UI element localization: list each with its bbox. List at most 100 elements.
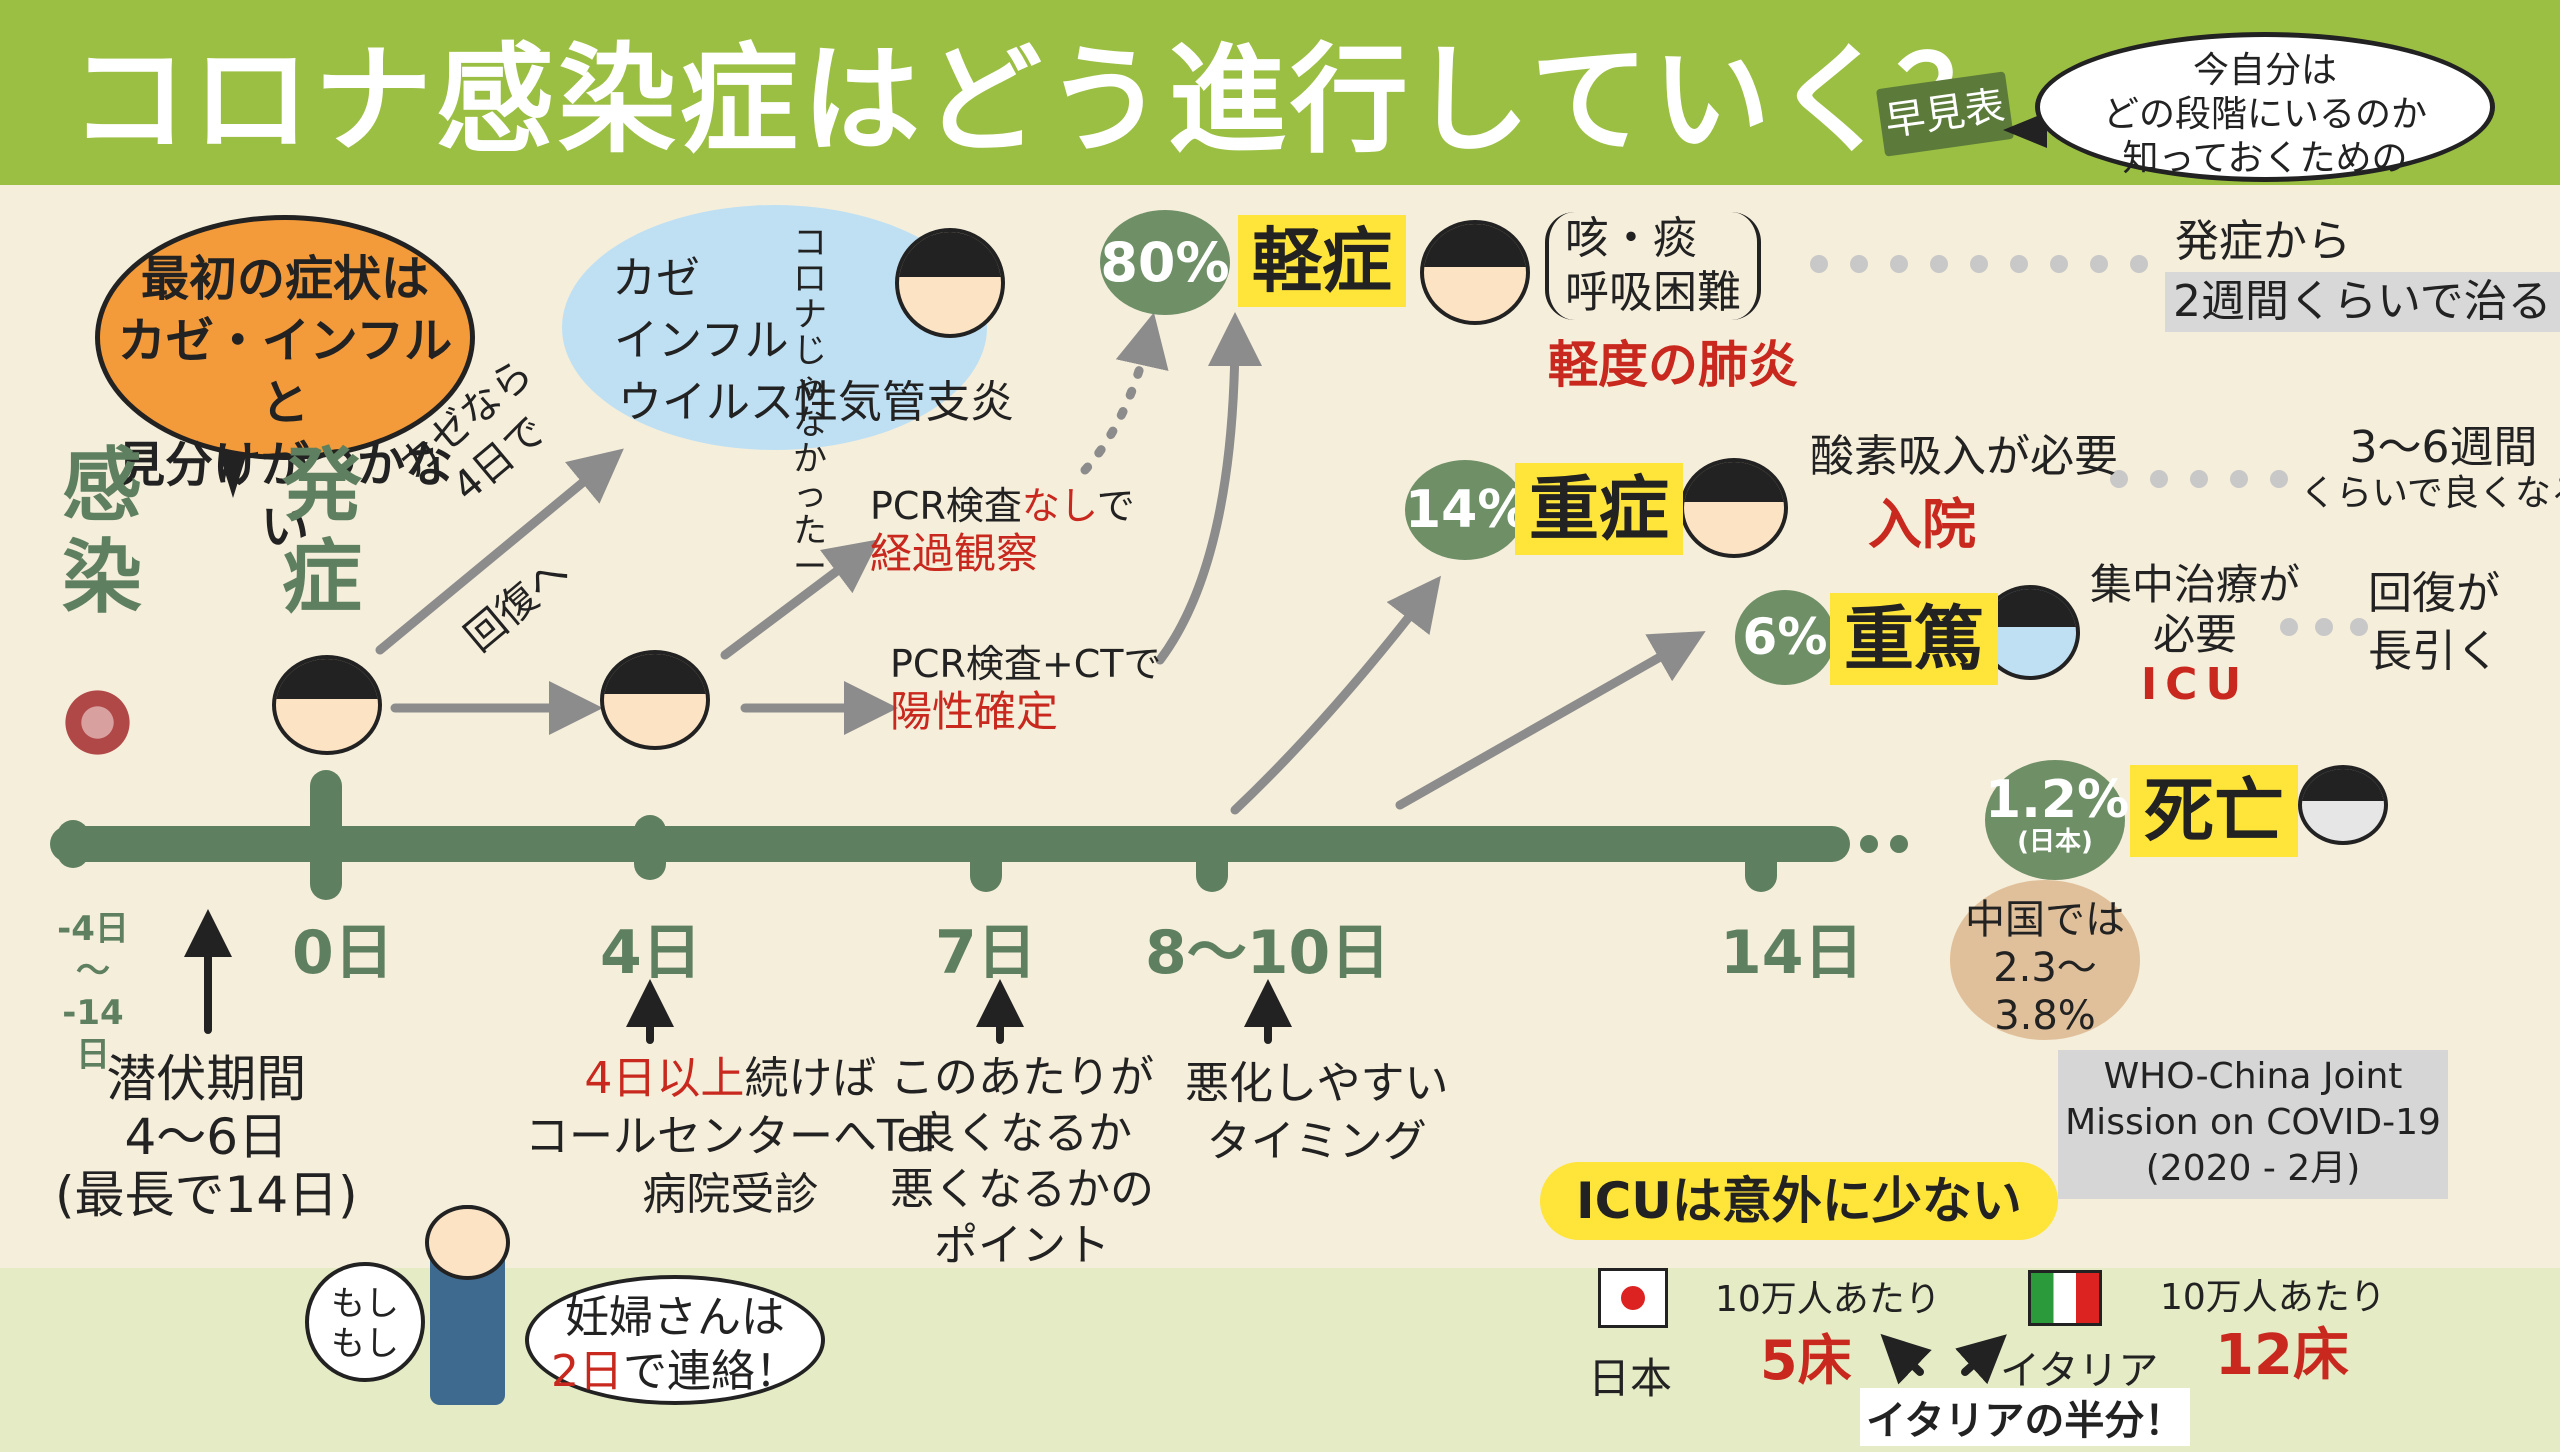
tick-day8 [1196,842,1228,892]
virus-icon [60,685,135,760]
diagnosis-list: カゼ インフル ウイルス性気管支炎 [612,248,1014,434]
severe-percent: 14% [1405,460,1529,560]
first-symptom-bubble: 最初の症状は カゼ・インフルと 見分けがつかない [95,215,475,555]
day-label-minus4-line-1: -4日 [57,909,129,949]
japan-per: 10万人あたり [1715,1279,1941,1320]
severe-severity: 重症 [1515,463,1683,555]
pcr-positive-note: PCR検査+CTで 陽性確定 [890,640,1161,736]
icu-half-note: イタリアの半分！ [1860,1388,2191,1446]
arrow-to-critical [1395,631,1706,810]
death-percent-sub: (日本) [2017,827,2093,857]
arrow-icu-italy [1955,1334,2007,1385]
critical-icu: ICU [2140,659,2250,710]
china-note-line-2: 2.3～ [1993,945,2097,991]
day7-note-line-1: このあたりが [890,1052,1154,1103]
italy-label: イタリア [2000,1348,2159,1394]
arrow-to-severe [1230,575,1441,815]
pcr-observe-line-2: 経過観察 [870,529,1039,578]
relieved-face-icon [895,228,1005,338]
day-label-7: 7日 [935,918,1037,988]
icu-caption: ICUは意外に少ない [1540,1162,2058,1240]
critical-percent: 6% [1735,590,1835,685]
mild-face-icon [1420,220,1530,325]
diagnosis-flu: インフル [614,315,789,366]
day4-note-after: 続けば [744,1053,877,1104]
tick-day14 [1745,842,1777,892]
day4-note-red: 4日以上 [584,1053,745,1104]
day-label-minus4-line-3: -14日 [62,993,124,1075]
pregnant-note-red: 2日 [551,1346,623,1397]
day-label-4: 4日 [600,918,702,988]
pcr-observe-note: PCR検査なしで 経過観察 [870,482,1135,578]
day7-note-line-2: 良くなるか [912,1108,1132,1159]
pcr-observe-prefix: PCR検査 [870,484,1022,528]
critical-care-line-1: 集中治療が [2090,560,2301,609]
speech-line-3: 知っておくための [2122,138,2408,179]
death-severity: 死亡 [2130,765,2298,857]
timeline-dot-2 [1890,835,1908,853]
first-symptom-line-2: カゼ・インフルと [117,313,453,431]
day7-note: このあたりが 良くなるか 悪くなるかの ポイント [890,1050,1154,1274]
tick-day7 [970,842,1002,892]
mild-symptom-2: 呼吸困難 [1565,267,1741,318]
incubation-note: 潜伏期間 4～6日 (最長で14日) [55,1050,358,1224]
source-note: WHO-China Joint Mission on COVID-19 (202… [2058,1050,2448,1199]
tick-day4 [634,815,666,880]
onset-label-text: 発症 [282,439,362,624]
speech-line-1: 今自分は [2192,50,2337,91]
pregnant-note-line-1: 妊婦さんは [565,1292,785,1343]
pcr-observe-suffix: で [1096,484,1135,528]
arrow-observe-to-mild [1080,312,1169,475]
speech-line-2: どの段階にいるのか [2102,94,2427,135]
mild-percent: 80% [1100,210,1230,315]
incubation-line-2: 4～6日 [124,1108,289,1166]
day4-face-icon [600,650,710,750]
infection-label-text: 感染 [62,439,142,624]
day4-note-line-2: コールセンターへTel [525,1111,936,1162]
italy-flag-icon [2028,1270,2102,1326]
arrow-pcr-to-mild [1155,312,1262,665]
mild-symptom-1: 咳・痰 [1565,213,1697,264]
day8-note-line-1: 悪化しやすい [1185,1058,1449,1109]
first-symptom-line-3: 見分けがつかない [116,437,453,555]
critical-care-line-2: 必要 [2153,610,2238,659]
critical-care: 集中治療が 必要 ICU [2090,560,2300,710]
diagnosis-cold: カゼ [612,253,700,304]
day-label-8-10: 8～10日 [1145,918,1391,988]
timeline-bar [50,826,1850,862]
mild-pneumonia: 軽度の肺炎 [1548,336,1798,394]
day7-note-line-3: 悪くなるかの [890,1164,1154,1215]
tick-day0 [310,770,342,900]
page-title: コロナ感染症はどう進行していく？ [70,31,2019,169]
day-label-14: 14日 [1720,918,1864,988]
severe-result-line-1: 3～6週間 [2349,422,2538,473]
tick-minus4 [57,820,89,868]
pcr-observe-red: なし [1021,484,1097,528]
not-corona-text: コロナじゃなかったー [793,223,827,587]
italy-per: 10万人あたり [2160,1277,2386,1318]
infection-label: 感染 [57,440,147,624]
china-note-line-1: 中国では [1965,897,2125,943]
speech-bubble: 今自分は どの段階にいるのか 知っておくための [2035,32,2495,182]
mild-symptoms: 咳・痰 呼吸困難 [1545,212,1761,320]
source-line-1: WHO-China Joint [2103,1056,2403,1097]
mild-severity: 軽症 [1238,215,1406,307]
diagnosis-bronchitis: ウイルス性気管支炎 [618,377,1014,428]
severe-hospital: 入院 [1868,493,1976,556]
onset-face-icon [272,655,382,755]
mild-result: 発症から 2週間くらいで治る [2165,212,2560,332]
onset-label: 発症 [277,440,367,624]
severe-result-line-2: くらいで良くなる [2300,473,2560,514]
china-note-line-3: 3.8% [1994,993,2096,1039]
arrow-icu-japan [1880,1333,1932,1385]
incubation-line-1: 潜伏期間 [106,1050,307,1108]
first-symptom-line-1: 最初の症状は [140,251,429,307]
mild-result-line-2: 2週間くらいで治る [2165,272,2560,332]
day7-note-line-4: ポイント [934,1220,1110,1271]
critical-severity: 重篤 [1830,593,1998,685]
day4-note-line-3: 病院受診 [642,1169,819,1220]
severe-result: 3～6週間 くらいで良くなる [2300,425,2560,517]
day-label-minus4: -4日 〜 -14日 [48,908,138,1076]
